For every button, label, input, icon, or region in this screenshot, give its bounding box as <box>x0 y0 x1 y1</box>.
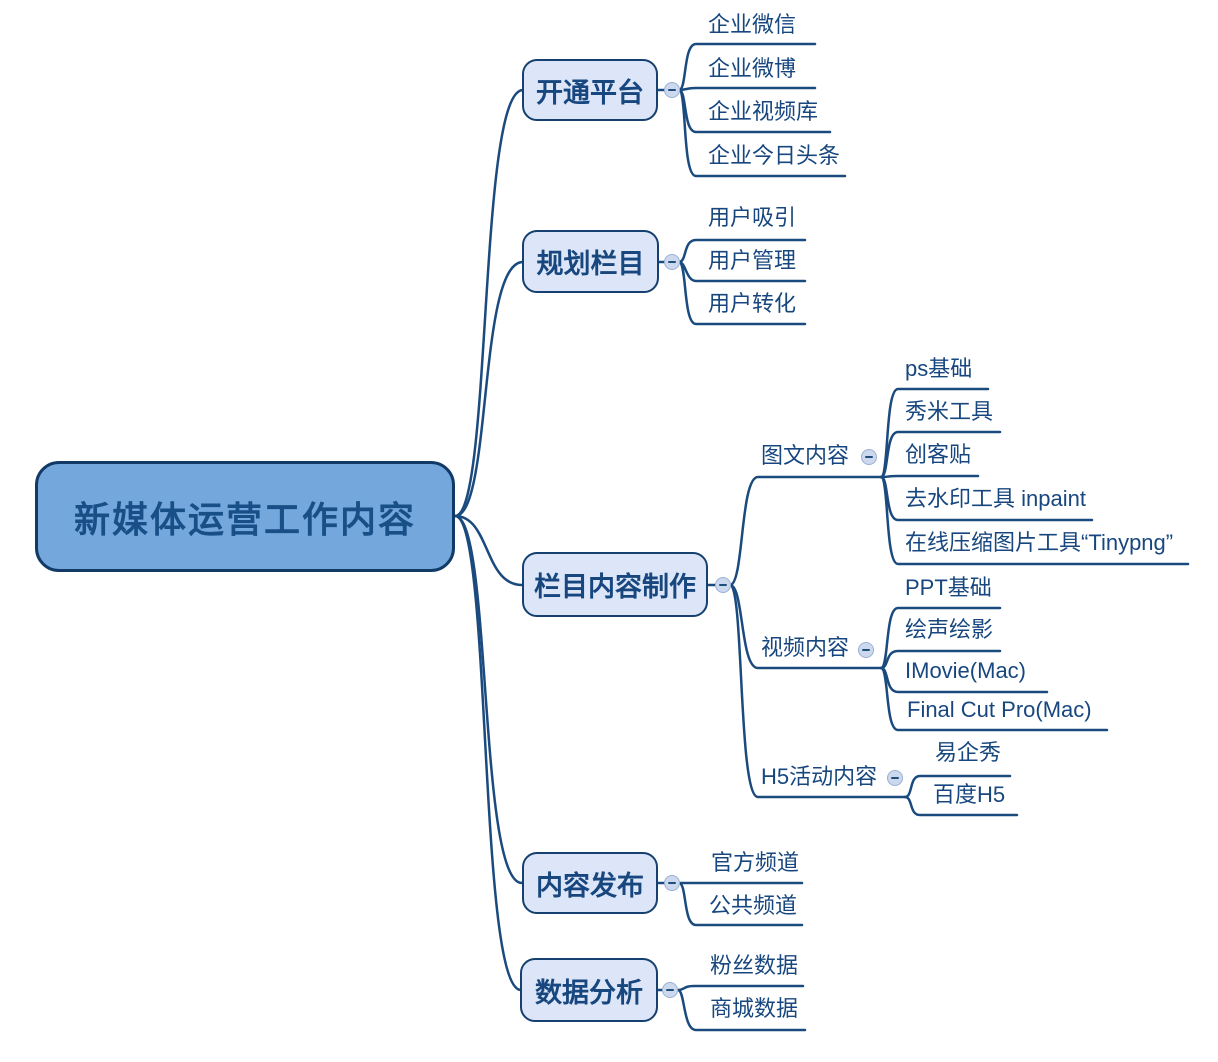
subtopic-ppt-basics[interactable]: PPT基础 <box>905 575 992 600</box>
subtopic-chuangkit[interactable]: 创客贴 <box>905 442 972 467</box>
minus-icon <box>719 584 727 586</box>
subtopic-baidu-h5[interactable]: 百度H5 <box>933 782 1006 807</box>
subtopic-user-management[interactable]: 用户管理 <box>708 248 797 273</box>
subtopic-tinypng-tool[interactable]: 在线压缩图片工具“Tinypng” <box>905 530 1174 555</box>
collapse-button-video-content[interactable] <box>858 642 874 658</box>
collapse-button-h5-content[interactable] <box>887 770 903 786</box>
subtopic-public-channel[interactable]: 公共频道 <box>709 893 798 918</box>
topic-data-analysis[interactable]: 数据分析 <box>520 958 658 1022</box>
collapse-button-content-production[interactable] <box>715 577 731 593</box>
collapse-button-open-platforms[interactable] <box>664 82 680 98</box>
minus-icon <box>668 882 676 884</box>
collapse-button-data-analysis[interactable] <box>662 982 678 998</box>
minus-icon <box>865 456 873 458</box>
subtopic-final-cut-pro[interactable]: Final Cut Pro(Mac) <box>907 697 1092 722</box>
subtopic-fans-data[interactable]: 粉丝数据 <box>710 953 799 978</box>
minus-icon <box>862 649 870 651</box>
subtopic-imovie[interactable]: IMovie(Mac) <box>905 658 1027 683</box>
subtopic-image-text-content[interactable]: 图文内容 <box>761 443 850 468</box>
subtopic-enterprise-wechat[interactable]: 企业微信 <box>708 12 797 37</box>
subtopic-h5-activity-content[interactable]: H5活动内容 <box>761 764 878 789</box>
collapse-button-content-publishing[interactable] <box>664 875 680 891</box>
subtopic-enterprise-video[interactable]: 企业视频库 <box>708 99 819 124</box>
subtopic-enterprise-toutiao[interactable]: 企业今日头条 <box>708 143 841 168</box>
subtopic-user-attraction[interactable]: 用户吸引 <box>708 205 797 230</box>
topic-open-platforms[interactable]: 开通平台 <box>522 59 658 121</box>
collapse-button-image-text[interactable] <box>861 449 877 465</box>
minus-icon <box>668 89 676 91</box>
root-topic[interactable]: 新媒体运营工作内容 <box>35 461 455 572</box>
subtopic-official-channel[interactable]: 官方频道 <box>711 850 800 875</box>
subtopic-corel-videostudio[interactable]: 绘声绘影 <box>905 617 994 642</box>
subtopic-user-conversion[interactable]: 用户转化 <box>708 291 797 316</box>
topic-plan-columns[interactable]: 规划栏目 <box>522 230 659 293</box>
subtopic-ps-basics[interactable]: ps基础 <box>905 356 973 381</box>
collapse-button-plan-columns[interactable] <box>664 254 680 270</box>
minus-icon <box>666 989 674 991</box>
subtopic-inpaint-tool[interactable]: 去水印工具 inpaint <box>905 486 1086 511</box>
subtopic-video-content[interactable]: 视频内容 <box>761 635 850 660</box>
subtopic-yiqixiu[interactable]: 易企秀 <box>935 740 1002 765</box>
minus-icon <box>668 261 676 263</box>
topic-content-production[interactable]: 栏目内容制作 <box>522 552 708 617</box>
subtopic-xiumi-tool[interactable]: 秀米工具 <box>905 399 994 424</box>
subtopic-mall-data[interactable]: 商城数据 <box>710 996 799 1021</box>
topic-content-publishing[interactable]: 内容发布 <box>522 852 658 914</box>
subtopic-enterprise-weibo[interactable]: 企业微博 <box>708 56 797 81</box>
minus-icon <box>891 777 899 779</box>
